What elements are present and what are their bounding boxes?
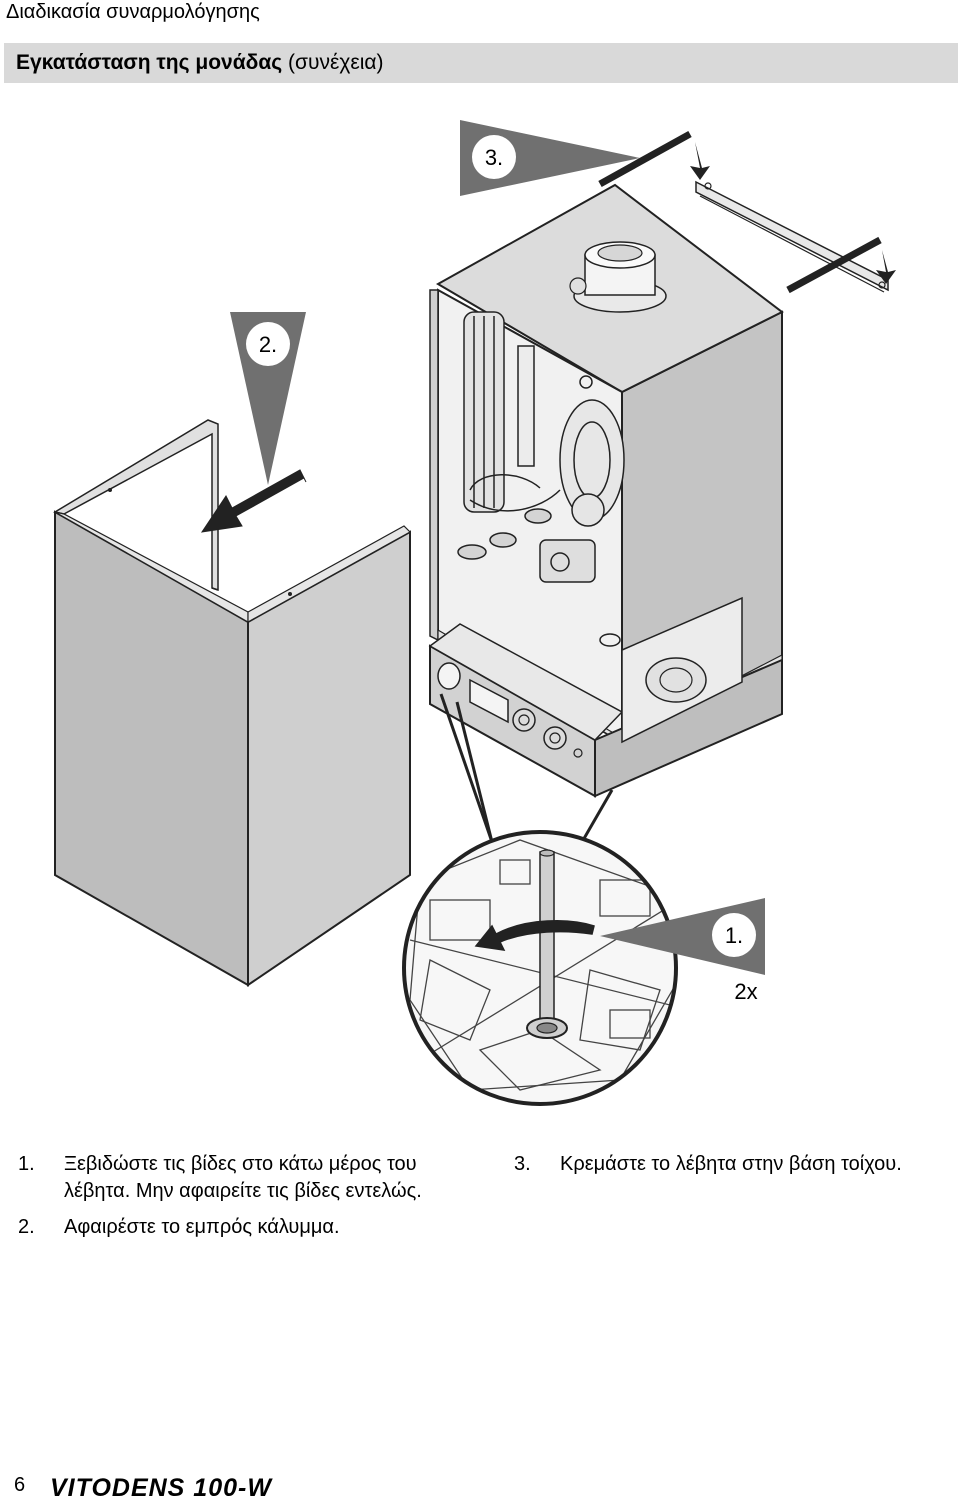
page-number: 6 xyxy=(14,1474,26,1496)
product-brand: VITODENS 100-W xyxy=(50,1474,272,1502)
step-number: 1. xyxy=(18,1153,35,1175)
front-cover-panel xyxy=(53,419,411,987)
step-text: Ξεβιδώστε τις βίδες στο κάτω μέρος του λ… xyxy=(64,1153,422,1202)
loupe-leader-lines xyxy=(439,693,614,843)
step-number: 3. xyxy=(514,1153,531,1175)
step-2: 2. Αφαιρέστε το εμπρός κάλυμμα. xyxy=(18,1214,458,1241)
step-text: Κρεμάστε το λέβητα στην βάση τοίχου. xyxy=(560,1153,902,1175)
removal-arrow xyxy=(200,469,307,533)
step-3: 3. Κρεμάστε το λέβητα στην βάση τοίχου. xyxy=(514,1151,960,1178)
chapter-title: Διαδικασία συναρμολόγησης xyxy=(6,1,260,23)
screw-detail-loupe xyxy=(402,830,678,1106)
callout-2: 2. xyxy=(230,312,306,485)
steps-column-left: 1. Ξεβιδώστε τις βίδες στο κάτω μέρος το… xyxy=(18,1151,458,1241)
wall-mounting-bracket xyxy=(598,130,896,294)
steps-column-right: 3. Κρεμάστε το λέβητα στην βάση τοίχου. xyxy=(514,1151,960,1178)
section-title-bold: Εγκατάσταση της μονάδας xyxy=(16,51,283,74)
callout-2-label: 2. xyxy=(259,332,277,357)
flue-outlet xyxy=(569,241,667,313)
section-title-rest: (συνέχεια) xyxy=(282,51,384,74)
section-title: Εγκατάσταση της μονάδας (συνέχεια) xyxy=(16,51,384,75)
callout-1: 1. 2x xyxy=(600,898,765,1004)
callout-1-label: 1. xyxy=(725,923,743,948)
step-number: 2. xyxy=(18,1216,35,1238)
callout-3: 3. xyxy=(460,120,640,196)
step-text: Αφαιρέστε το εμπρός κάλυμμα. xyxy=(64,1216,340,1238)
boiler-unit xyxy=(428,183,784,798)
callout-1-count: 2x xyxy=(734,979,757,1004)
installation-illustration: 3. 2. 1. 2x xyxy=(53,120,896,1106)
step-1: 1. Ξεβιδώστε τις βίδες στο κάτω μέρος το… xyxy=(18,1151,458,1205)
internal-components xyxy=(457,311,625,647)
section-banner: Εγκατάσταση της μονάδας (συνέχεια) xyxy=(4,43,958,83)
callout-3-label: 3. xyxy=(485,145,503,170)
